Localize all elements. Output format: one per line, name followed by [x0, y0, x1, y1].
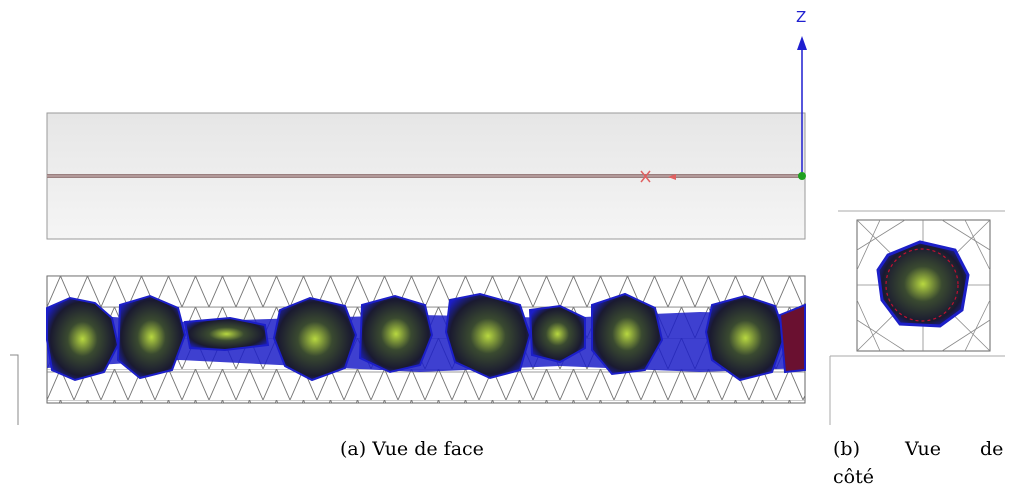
- caption-front: (a) Vue de face: [340, 438, 484, 460]
- mesh-front-view: [0, 245, 820, 435]
- caption-side-word2: de: [980, 438, 1004, 460]
- axis-z-label: Z: [796, 8, 807, 26]
- side-outline: [885, 248, 959, 322]
- viewport-front[interactable]: Z: [0, 0, 1009, 245]
- z-axis-arrow-icon: [797, 36, 807, 50]
- viewport-canvas: [46, 36, 807, 240]
- bracket-left: [10, 354, 19, 425]
- green-dot-icon: [798, 172, 806, 180]
- grain-cluster: [46, 292, 806, 382]
- caption-side-word3: côté: [833, 466, 874, 488]
- x-axis-arrow-icon: [668, 174, 676, 180]
- caption-side-label: (b): [833, 438, 860, 460]
- side-grain: [876, 240, 970, 328]
- caption-side-word1: Vue: [905, 438, 941, 460]
- x-axis-cross-icon: [640, 170, 651, 183]
- mesh-side-view: [820, 205, 1009, 430]
